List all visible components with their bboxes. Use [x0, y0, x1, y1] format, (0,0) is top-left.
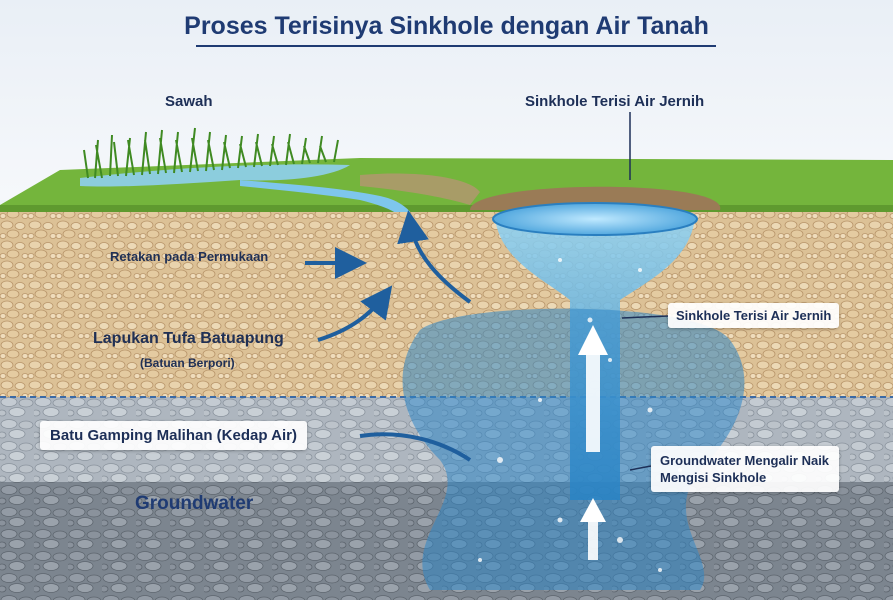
surface-stream	[240, 180, 415, 220]
diagram-title: Proses Terisinya Sinkhole dengan Air Tan…	[184, 12, 709, 40]
leader-lines	[621, 112, 669, 471]
label-sinkhole-right: Sinkhole Terisi Air Jernih	[668, 303, 840, 328]
rice-field-water	[80, 164, 350, 187]
underground-water-cavity	[402, 308, 745, 590]
upward-flow-arrows	[578, 325, 608, 560]
label-tufa-sub: (Batuan Berpori)	[140, 356, 235, 370]
sinkhole-pool	[492, 202, 698, 236]
sinkhole-rim	[470, 186, 721, 210]
label-batu-gamping: Batu Gamping Malihan (Kedap Air)	[40, 421, 307, 450]
label-tufa: Lapukan Tufa Batuapung	[93, 330, 284, 347]
title-underline	[196, 45, 716, 47]
label-sawah: Sawah	[165, 93, 213, 110]
label-groundwater: Groundwater	[135, 493, 254, 514]
label-groundwater-flow-line1: Groundwater Mengalir Naik	[660, 453, 830, 468]
label-retakan: Retakan pada Permukaan	[110, 249, 269, 264]
water-bubbles	[478, 258, 682, 572]
label-groundwater-flow: Groundwater Mengalir Naik Mengisi Sinkho…	[651, 446, 839, 492]
rice-plants	[83, 127, 339, 179]
label-sinkhole-top: Sinkhole Terisi Air Jernih	[525, 93, 705, 110]
label-groundwater-flow-line2: Mengisi Sinkhole	[660, 470, 767, 485]
flow-arrows	[305, 210, 472, 462]
